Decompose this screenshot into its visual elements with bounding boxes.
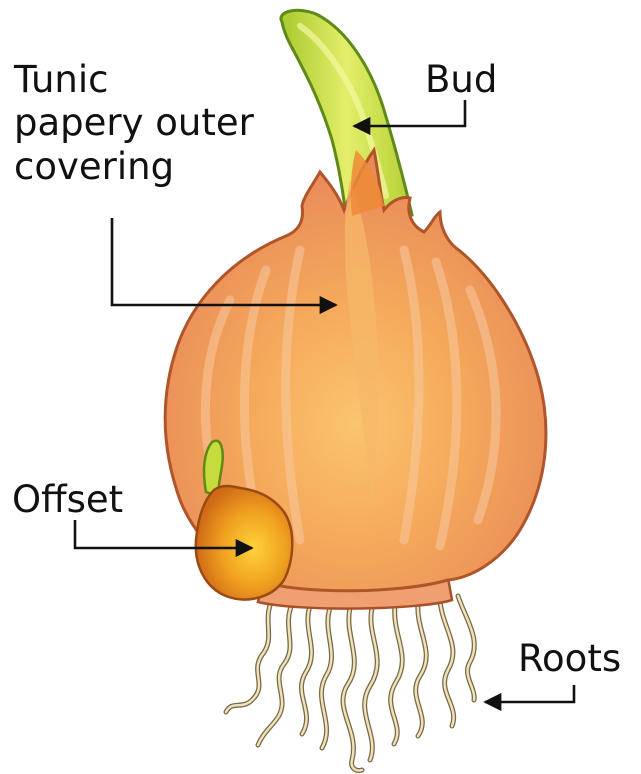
roots-leader-line — [485, 685, 574, 702]
roots-label: Roots — [518, 637, 621, 680]
tunic-label-line-1: Tunic — [14, 58, 254, 101]
bud-label: Bud — [425, 58, 497, 101]
roots — [226, 596, 474, 771]
offset-label: Offset — [12, 478, 123, 521]
tunic-label: Tunic papery outer covering — [14, 58, 254, 188]
bud-shoot — [281, 10, 412, 230]
tunic-label-line-2: papery outer — [14, 101, 254, 144]
tunic-label-line-3: covering — [14, 145, 254, 188]
